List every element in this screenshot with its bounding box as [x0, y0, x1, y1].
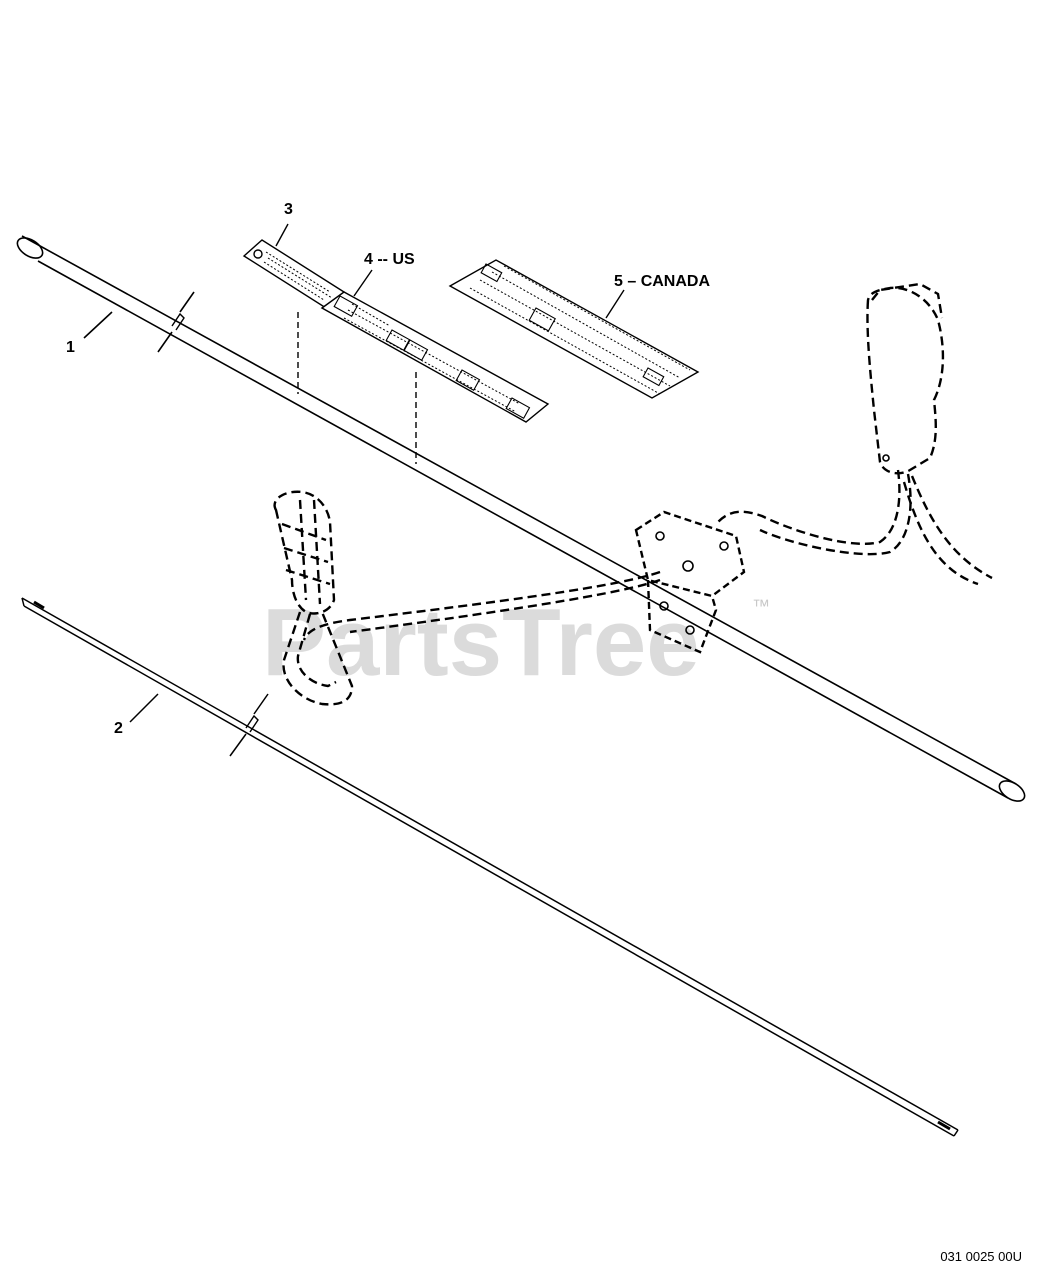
handle-assembly	[273, 282, 993, 706]
figure-id: 031 0025 00U	[940, 1249, 1022, 1264]
watermark-tm: ™	[752, 596, 770, 616]
watermark-text: PartsTree	[262, 589, 700, 696]
part-1-shaft-tube	[16, 235, 1026, 802]
watermark: PartsTree ™	[262, 589, 770, 696]
clamp-bolts	[655, 454, 890, 635]
part-5-decal-canada	[448, 259, 700, 399]
part-4-decal-us	[320, 269, 550, 464]
callout-5: 5 – CANADA	[614, 273, 710, 290]
part-2-drive-shaft	[21, 597, 959, 1137]
callout-labels: 1 2 3 4 -- US 5 – CANADA	[66, 201, 710, 737]
callout-1: 1	[66, 339, 75, 356]
callout-2: 2	[114, 720, 123, 737]
callout-4: 4 -- US	[364, 251, 415, 268]
callout-3: 3	[284, 201, 293, 218]
